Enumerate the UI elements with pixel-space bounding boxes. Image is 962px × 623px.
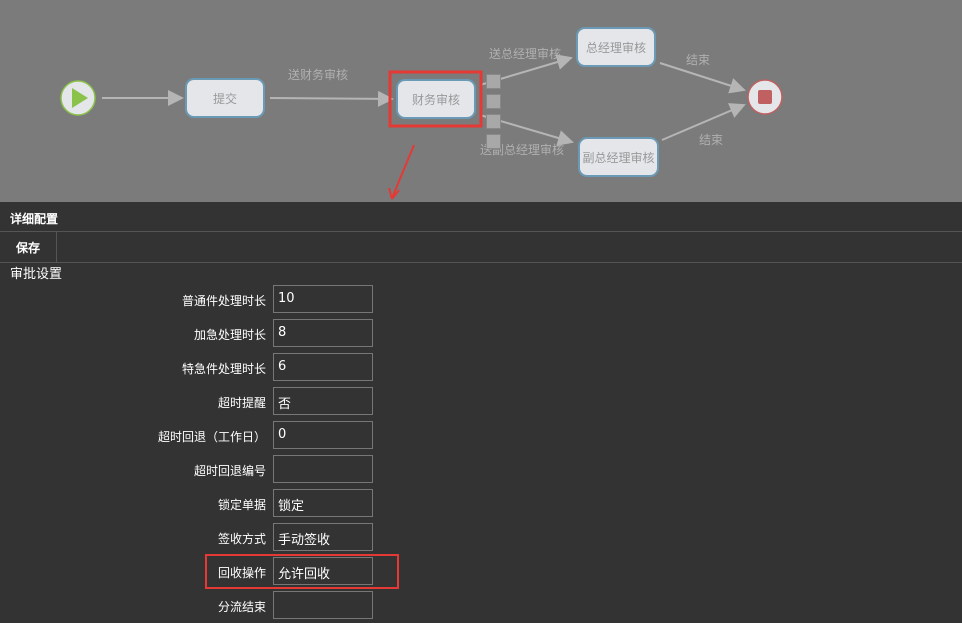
field-label: 签收方式	[217, 532, 266, 546]
edge-label: 送总经理审核	[489, 47, 562, 61]
field-label: 特急件处理时长	[181, 362, 266, 376]
field-input[interactable]: 8	[273, 319, 373, 347]
node-submit[interactable]: 提交	[185, 78, 265, 118]
field-input[interactable]: 否	[273, 387, 373, 415]
node-vgm[interactable]: 副总经理审核	[578, 137, 659, 177]
field-label: 加急处理时长	[193, 328, 266, 342]
field-input[interactable]	[273, 455, 373, 483]
field-label: 回收操作	[217, 566, 266, 580]
edge-label: 结束	[699, 133, 724, 147]
form-row: 分流结束	[0, 591, 400, 619]
field-input[interactable]: 0	[273, 421, 373, 449]
field-label: 分流结束	[217, 600, 266, 614]
edge-submit-finance	[269, 90, 394, 107]
field-label: 普通件处理时长	[181, 294, 266, 308]
field-input[interactable]: 10	[273, 285, 373, 313]
field-label: 超时提醒	[217, 396, 266, 410]
form-row: 锁定单据锁定	[0, 489, 400, 517]
workflow-canvas[interactable]: 提交 财务审核 总经理审核 副总经理审核 送财务审核 送总经理审核 送副总经理审…	[0, 0, 962, 202]
selection-highlight	[388, 70, 483, 128]
form-row: 普通件处理时长 10	[0, 285, 400, 313]
field-input[interactable]	[273, 591, 373, 619]
form-row: 加急处理时长 8	[0, 319, 400, 347]
form-row: 超时回退编号	[0, 455, 400, 483]
connect-icon[interactable]	[486, 134, 501, 149]
edge-label: 结束	[686, 53, 711, 67]
form-row: 超时提醒否	[0, 387, 400, 415]
edge-vgm-end	[661, 103, 746, 141]
save-button[interactable]: 保存	[0, 232, 57, 262]
form-row: 超时回退（工作日） 0	[0, 421, 400, 449]
edge-label: 送财务审核	[288, 68, 349, 82]
field-input[interactable]: 锁定	[273, 489, 373, 517]
field-input[interactable]: 允许回收	[273, 557, 373, 585]
add-gateway-icon[interactable]	[486, 114, 501, 129]
start-event-icon	[60, 80, 96, 116]
node-finance[interactable]: 财务审核	[396, 79, 476, 119]
node-gm[interactable]: 总经理审核	[576, 27, 656, 67]
field-input[interactable]: 手动签收	[273, 523, 373, 551]
form-row: 特急件处理时长 6	[0, 353, 400, 381]
add-task-icon[interactable]	[486, 74, 501, 89]
edge-gm-end	[659, 62, 746, 94]
field-input[interactable]: 6	[273, 353, 373, 381]
form-row: 回收操作允许回收	[0, 557, 400, 585]
field-label: 超时回退（工作日）	[157, 430, 266, 444]
panel-title: 详细配置	[0, 202, 962, 232]
section-title: 审批设置	[10, 267, 63, 282]
form-row: 签收方式手动签收	[0, 523, 400, 551]
field-label: 超时回退编号	[193, 464, 266, 478]
pointer-arrow	[391, 144, 415, 199]
highlight-box	[205, 554, 399, 589]
end-event-icon	[747, 79, 783, 115]
add-end-event-icon[interactable]	[486, 94, 501, 109]
toolbar: 保存	[0, 232, 962, 263]
edge-label: 送副总经理审核	[480, 143, 565, 157]
field-label: 锁定单据	[217, 498, 266, 512]
edges-layer	[60, 54, 783, 200]
